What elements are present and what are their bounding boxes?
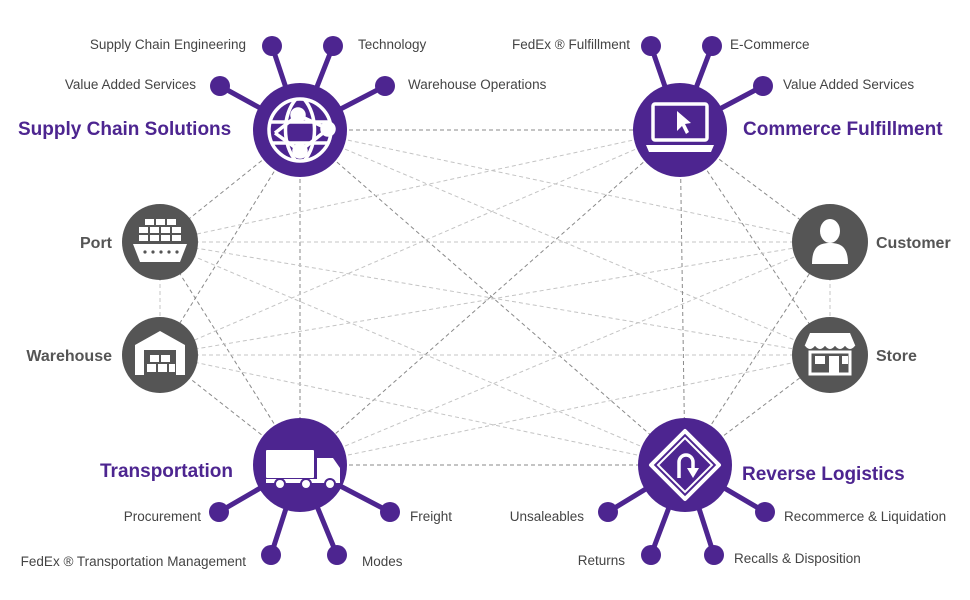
node-label: Port [80, 235, 113, 252]
hub-reverse-logistics: Reverse Logistics Unsaleables Recommerce… [510, 418, 946, 568]
hub-supply-chain-solutions: Supply Chain Solutions Supply Chain Engi… [18, 36, 547, 177]
satellite-dot [375, 76, 395, 96]
satellite-label: Procurement [124, 509, 202, 524]
node-label: Warehouse [26, 348, 112, 365]
satellite-label: Modes [362, 554, 403, 569]
satellite-dot [641, 545, 661, 565]
connection-lines [159, 129, 831, 466]
satellite-dot [209, 502, 229, 522]
satellite-label: Value Added Services [783, 77, 914, 92]
hub-label: Commerce Fulfillment [743, 119, 943, 140]
node-store: Store [792, 317, 917, 393]
satellite-dot [380, 502, 400, 522]
person-icon [812, 219, 848, 264]
truck-icon [266, 450, 340, 490]
satellite-dot [641, 36, 661, 56]
satellite-label: Supply Chain Engineering [90, 37, 246, 52]
satellite-dot [327, 545, 347, 565]
satellite-label: Warehouse Operations [408, 77, 547, 92]
satellite-dot [753, 76, 773, 96]
node-label: Store [876, 348, 917, 365]
satellite-label: E-Commerce [730, 37, 810, 52]
satellite-label: Returns [578, 553, 626, 568]
laptop-cursor-icon [646, 102, 714, 152]
storefront-icon [804, 333, 856, 376]
hub-label: Transportation [100, 461, 233, 482]
satellite-dot [323, 36, 343, 56]
satellite-label: Recalls & Disposition [734, 551, 861, 566]
u-turn-sign-icon [649, 429, 721, 501]
satellite-dot [702, 36, 722, 56]
globe-network-icon [267, 97, 336, 163]
hub-transportation: Transportation Procurement Freight FedEx… [21, 418, 452, 569]
node-warehouse: Warehouse [26, 317, 198, 393]
hub-circle [638, 418, 732, 512]
satellite-label: Value Added Services [65, 77, 196, 92]
satellite-dot [598, 502, 618, 522]
node-label: Customer [876, 235, 951, 252]
satellite-label: Recommerce & Liquidation [784, 509, 946, 524]
satellite-dot [755, 502, 775, 522]
warehouse-icon [135, 331, 185, 375]
satellite-label: Unsaleables [510, 509, 585, 524]
satellite-label: FedEx ® Fulfillment [512, 37, 630, 52]
ship-icon [133, 219, 187, 262]
node-port: Port [80, 204, 198, 280]
hub-circle [253, 83, 347, 177]
hub-circle [633, 83, 727, 177]
satellite-label: Technology [358, 37, 427, 52]
satellite-dot [704, 545, 724, 565]
satellite-dot [210, 76, 230, 96]
satellite-dot [262, 36, 282, 56]
hub-label: Reverse Logistics [742, 464, 905, 485]
satellite-label: Freight [410, 509, 452, 524]
hub-label: Supply Chain Solutions [18, 119, 231, 140]
node-circle [792, 317, 868, 393]
node-circle [122, 204, 198, 280]
satellite-dot [261, 545, 281, 565]
hub-commerce-fulfillment: Commerce Fulfillment FedEx ® Fulfillment… [512, 36, 943, 177]
node-customer: Customer [792, 204, 951, 280]
satellite-label: FedEx ® Transportation Management [21, 554, 247, 569]
